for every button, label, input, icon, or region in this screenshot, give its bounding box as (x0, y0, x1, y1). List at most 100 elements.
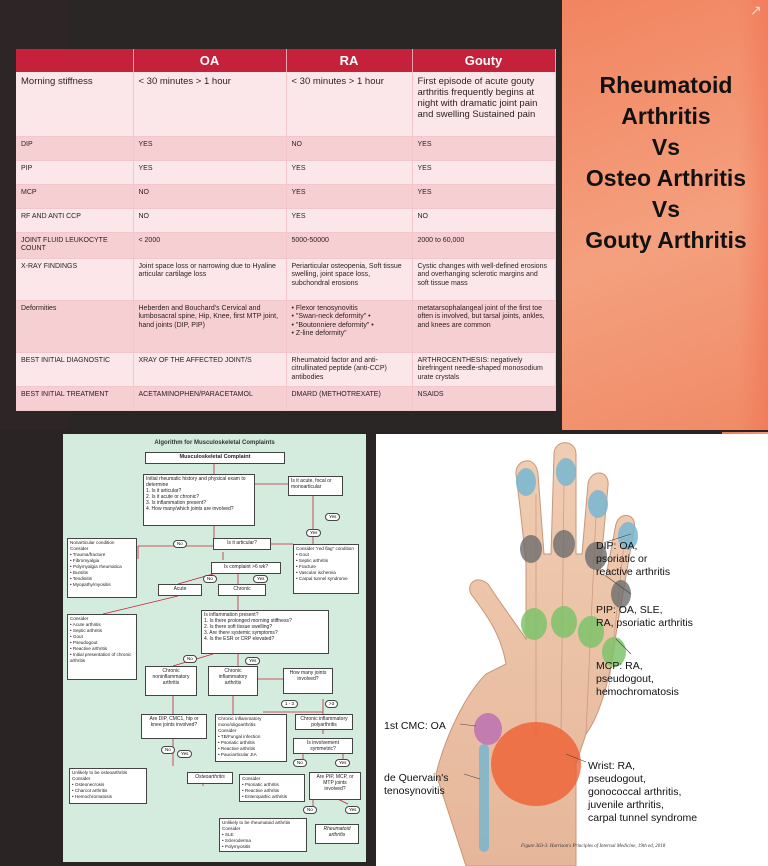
algorithm-flowchart: Algorithm for Musculoskeletal Complaints… (63, 434, 366, 862)
comparison-table: OA RA Gouty Morning stiffness < 30 minut… (16, 49, 556, 411)
cell-ra: YES (286, 160, 413, 185)
row-label: JOINT FLUID LEUKOCYTE COUNT (16, 232, 134, 259)
row-label: X-RAY FINDINGS (16, 258, 134, 301)
mcp-joint-marker (602, 637, 626, 667)
table-row: BEST INITIAL TREATMENT ACETAMINOPHEN/PAR… (16, 386, 556, 411)
de-quervain-label: de Quervain's tenosynovitis (384, 772, 449, 797)
pip-mcp-question: Are PIP, MCP, or MTP joints involved? (309, 772, 361, 800)
table-row: X-RAY FINDINGS Joint space loss or narro… (16, 258, 556, 301)
hand-illustration (435, 442, 638, 866)
unlikely-oa-box: Unlikely to be osteoarthritis Consider •… (69, 768, 147, 804)
cell-oa: YES (133, 160, 287, 185)
dip-joint-marker (618, 522, 638, 550)
initial-history-box: Initial rheumatic history and physical e… (143, 474, 255, 526)
title-line: Arthritis (621, 103, 711, 129)
table-row: DIP YES NO YES (16, 136, 556, 161)
table-row: Morning stiffness < 30 minutes > 1 hour … (16, 72, 556, 137)
table-header-row: OA RA Gouty (16, 49, 556, 72)
cell-oa: < 2000 (133, 232, 287, 259)
cell-ra: YES (286, 184, 413, 209)
row-label: PIP (16, 160, 134, 185)
table-row: JOINT FLUID LEUKOCYTE COUNT < 2000 5000-… (16, 232, 556, 259)
no-oval: No (303, 806, 317, 814)
yes-oval: Yes (335, 759, 351, 767)
cell-gouty: YES (412, 136, 556, 161)
row-label: Morning stiffness (16, 72, 134, 137)
cell-oa: ACETAMINOPHEN/PARACETAMOL (133, 386, 287, 411)
nonarticular-box: Nonarticular condition Consider • Trauma… (67, 538, 137, 598)
red-flag-box: Consider "red flag" condition • Gout • S… (293, 544, 359, 594)
yes-oval: Yes (177, 750, 193, 758)
de-quervain-marker (479, 744, 489, 852)
cell-ra: NO (286, 136, 413, 161)
no-oval: No (183, 655, 197, 663)
figure-caption: Figure 363-3. Harrison's Principles of I… (521, 844, 666, 849)
title-line: Rheumatoid (599, 72, 733, 98)
cell-gouty: NO (412, 208, 556, 233)
cell-gouty: YES (412, 184, 556, 209)
yes-oval: Yes (253, 575, 269, 583)
title-line: Vs (651, 196, 681, 222)
cell-oa: Heberden and Bouchard's Cervical and lum… (133, 300, 287, 353)
slide-title: Rheumatoid Arthritis Vs Osteo Arthritis … (570, 70, 762, 256)
joint-markers (474, 458, 638, 852)
polyarthritis-box: Chronic inflammatory polyarthritis (295, 714, 353, 730)
row-label: Deformities (16, 300, 134, 353)
row-label: BEST INITIAL TREATMENT (16, 386, 134, 411)
cell-ra: • Flexor tenosynovitis • "Swan-neck defo… (286, 300, 413, 353)
yes-oval: Yes (306, 529, 322, 537)
table-row: BEST INITIAL DIAGNOSTIC XRAY OF THE AFFE… (16, 352, 556, 387)
cell-ra: DMARD (METHOTREXATE) (286, 386, 413, 411)
cell-gouty: 2000 to 60,000 (412, 232, 556, 259)
consider-acute-box: Consider • Acute arthritis • Septic arth… (67, 614, 137, 680)
dip-joint-marker (556, 458, 576, 486)
consider-psoriatic-box: Consider • Psoriatic arthritis • Reactiv… (239, 774, 305, 802)
corner-arrow-icon: ↗ (750, 2, 762, 18)
hand-diagram: DIP: OA, psoriatic or reactive arthritis… (376, 434, 768, 866)
symmetric-question: Is involvement symmetric? (293, 738, 353, 754)
mcp-joint-marker (551, 606, 577, 638)
inflammatory-box: Chronic inflammatory arthritis (208, 666, 258, 696)
pip-joint-marker (585, 542, 607, 570)
dip-cmc-question: Are DIP, CMC1, hip or knee joints involv… (141, 714, 207, 739)
how-many-joints-box: How many joints involved? (283, 668, 333, 694)
cell-gouty: Cystic changes with well-defined erosion… (412, 258, 556, 301)
pip-joint-marker (611, 580, 631, 608)
yes-oval: Yes (345, 806, 361, 814)
cell-gouty: NSAIDS (412, 386, 556, 411)
cell-oa: NO (133, 184, 287, 209)
no-oval: No (161, 746, 175, 754)
pip-joint-marker (520, 535, 542, 563)
no-oval: No (203, 575, 217, 583)
no-oval: No (173, 540, 187, 548)
cell-oa: NO (133, 208, 287, 233)
table-header-gouty: Gouty (412, 49, 556, 72)
acute-box: Acute (158, 584, 202, 596)
no-oval: No (293, 759, 307, 767)
cell-ra: < 30 minutes > 1 hour (286, 72, 413, 137)
table-header-corner (16, 49, 134, 72)
pip-label: PIP: OA, SLE, RA, psoriatic arthritis (596, 604, 693, 629)
mcp-joint-marker (521, 608, 547, 640)
row-label: RF AND ANTI CCP (16, 208, 134, 233)
noninflammatory-box: Chronic noninflammatory arthritis (145, 666, 197, 696)
right-orange-band (562, 0, 768, 430)
cell-ra: YES (286, 208, 413, 233)
title-line: Vs (651, 134, 681, 160)
inflammation-question: Is inflammation present? 1. Is there pro… (201, 610, 329, 654)
cell-ra: Rheumatoid factor and anti-citrullinated… (286, 352, 413, 387)
rheumatoid-arthritis-box: Rheumatoid arthritis (315, 824, 359, 844)
table-row: RF AND ANTI CCP NO YES NO (16, 208, 556, 233)
mcp-label: MCP: RA, pseudogout, hemochromatosis (596, 660, 679, 698)
range-oval: >3 (325, 700, 339, 708)
cell-oa: YES (133, 136, 287, 161)
bottom-left-band (0, 432, 63, 866)
range-oval: 1 - 3 (281, 700, 299, 708)
complaint-box: Musculoskeletal Complaint (145, 452, 285, 464)
cell-oa: < 30 minutes > 1 hour (133, 72, 287, 137)
title-line: Gouty Arthritis (585, 227, 747, 253)
articular-question: Is it articular? (213, 538, 271, 550)
table-row: PIP YES YES YES (16, 160, 556, 185)
yes-oval: Yes (245, 657, 261, 665)
osteoarthritis-box: Osteoarthritis (187, 772, 233, 784)
